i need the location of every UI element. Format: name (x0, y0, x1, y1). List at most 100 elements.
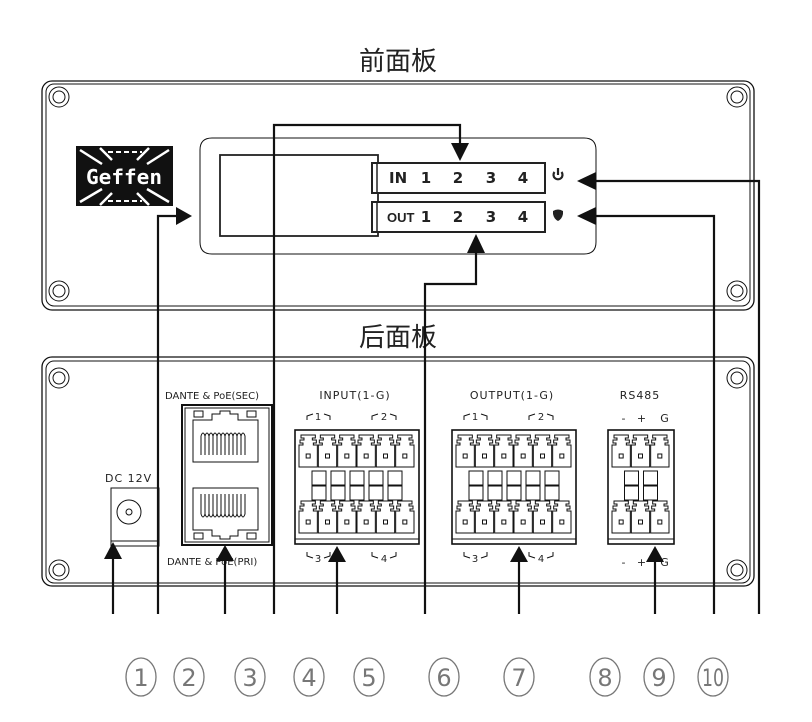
input-group-3: 3 (315, 554, 321, 565)
output-label: OUTPUT(1-G) (470, 389, 554, 402)
terminal-pin (395, 500, 415, 534)
input-group-labels: 1 2 3 4 (306, 412, 397, 565)
rs485-pin-labels-top: - + G (622, 412, 670, 425)
rs485-pin-ground: G (660, 556, 670, 569)
rj45-port-sec (192, 410, 259, 463)
terminal-pin (494, 434, 514, 468)
terminal-pin (611, 434, 631, 468)
terminal-pin (630, 434, 651, 468)
terminal-pin (317, 500, 338, 534)
terminal-led-square (311, 470, 327, 486)
screw-icon (48, 280, 70, 302)
leader-8 (646, 546, 664, 614)
terminal-led-square (468, 470, 484, 486)
callout-label: 8 (597, 664, 612, 692)
in-channel-2: 2 (453, 169, 463, 187)
terminal-pin (356, 500, 376, 534)
terminal-pin (552, 500, 572, 534)
screw-icon (48, 86, 70, 108)
terminal-screw-hole (383, 453, 388, 459)
rs485-pin-ground: G (660, 412, 670, 425)
dc-power-jack (110, 487, 160, 547)
front-panel-title: 前面板 (359, 47, 437, 77)
callout-label: 10 (702, 664, 724, 692)
terminal-led-square (387, 470, 403, 486)
dante-pri-label: DANTE & PoE(PRI) (167, 557, 257, 568)
in-label: IN (389, 169, 407, 187)
terminal-pin (375, 500, 396, 534)
rj45-port-pri (192, 487, 259, 540)
terminal-pin (298, 434, 318, 468)
output-terminal-block (451, 429, 577, 545)
terminal-screw-hole (540, 453, 545, 459)
terminal-pin (337, 434, 357, 468)
leader-6 (423, 234, 485, 614)
callout-label: 6 (436, 664, 451, 692)
terminal-led-square (525, 485, 541, 501)
terminal-led-square (349, 485, 365, 501)
dante-ethernet-ports (181, 404, 273, 546)
terminal-led-square (387, 485, 403, 501)
terminal-pin (395, 434, 415, 468)
callout-label: 3 (242, 664, 257, 692)
leader-4 (272, 123, 469, 614)
callout-leaders (104, 123, 761, 614)
terminal-led-square (349, 470, 365, 486)
terminal-screw-hole (638, 519, 643, 525)
callout-label: 1 (133, 664, 148, 692)
terminal-pin (650, 500, 670, 534)
logo-text: Geffen (86, 165, 162, 189)
terminal-led-square (643, 485, 658, 501)
output-group-3: 3 (472, 554, 478, 565)
terminal-screw-hole (559, 519, 565, 525)
terminal-pin (317, 434, 338, 468)
terminal-screw-hole (344, 519, 350, 525)
terminal-led-square (506, 470, 522, 486)
display-window (199, 137, 597, 255)
in-channel-1: 1 (421, 169, 431, 187)
dc-label: DC 12V (105, 472, 152, 485)
input-group-4: 4 (381, 554, 387, 565)
dante-sec-label: DANTE & PoE(SEC) (165, 391, 259, 402)
out-channel-1: 1 (421, 208, 431, 226)
terminal-screw-hole (657, 453, 663, 459)
callout-5: 5 (353, 657, 385, 697)
terminal-led-square (468, 485, 484, 501)
screw-icon (726, 559, 748, 581)
callout-8: 8 (589, 657, 621, 697)
terminal-led-square (368, 485, 384, 501)
terminal-screw-hole (618, 453, 624, 459)
rs485-pin-minus: - (622, 556, 627, 569)
terminal-pin (611, 500, 631, 534)
callout-2: 2 (173, 657, 205, 697)
in-channel-4: 4 (518, 169, 528, 187)
input-group-1: 1 (315, 412, 321, 423)
terminal-pin (532, 500, 553, 534)
terminal-screw-hole (402, 519, 408, 525)
terminal-screw-hole (462, 519, 468, 525)
terminal-led-square (544, 485, 560, 501)
input-terminal-block (294, 429, 420, 545)
callout-numbers: 1 2 3 4 5 6 7 8 (125, 657, 729, 697)
terminal-led-square (544, 470, 560, 486)
terminal-screw-hole (501, 519, 507, 525)
input-label: INPUT(1-G) (319, 389, 390, 402)
terminal-screw-hole (638, 453, 643, 459)
terminal-led-square (330, 470, 346, 486)
input-led-row: IN 1 2 3 4 (371, 162, 546, 194)
terminal-screw-hole (344, 453, 350, 459)
out-channel-2: 2 (453, 208, 463, 226)
terminal-pin (630, 500, 651, 534)
callout-10: 10 (697, 657, 729, 697)
callout-label: 4 (301, 664, 316, 692)
callout-4: 4 (293, 657, 325, 697)
screw-icon (726, 367, 748, 389)
terminal-led-square (624, 485, 639, 501)
terminal-screw-hole (482, 453, 487, 459)
terminal-pin (474, 500, 495, 534)
terminal-pin (513, 434, 533, 468)
terminal-screw-hole (520, 519, 526, 525)
terminal-screw-hole (559, 453, 565, 459)
geffen-logo: Geffen (76, 146, 173, 206)
